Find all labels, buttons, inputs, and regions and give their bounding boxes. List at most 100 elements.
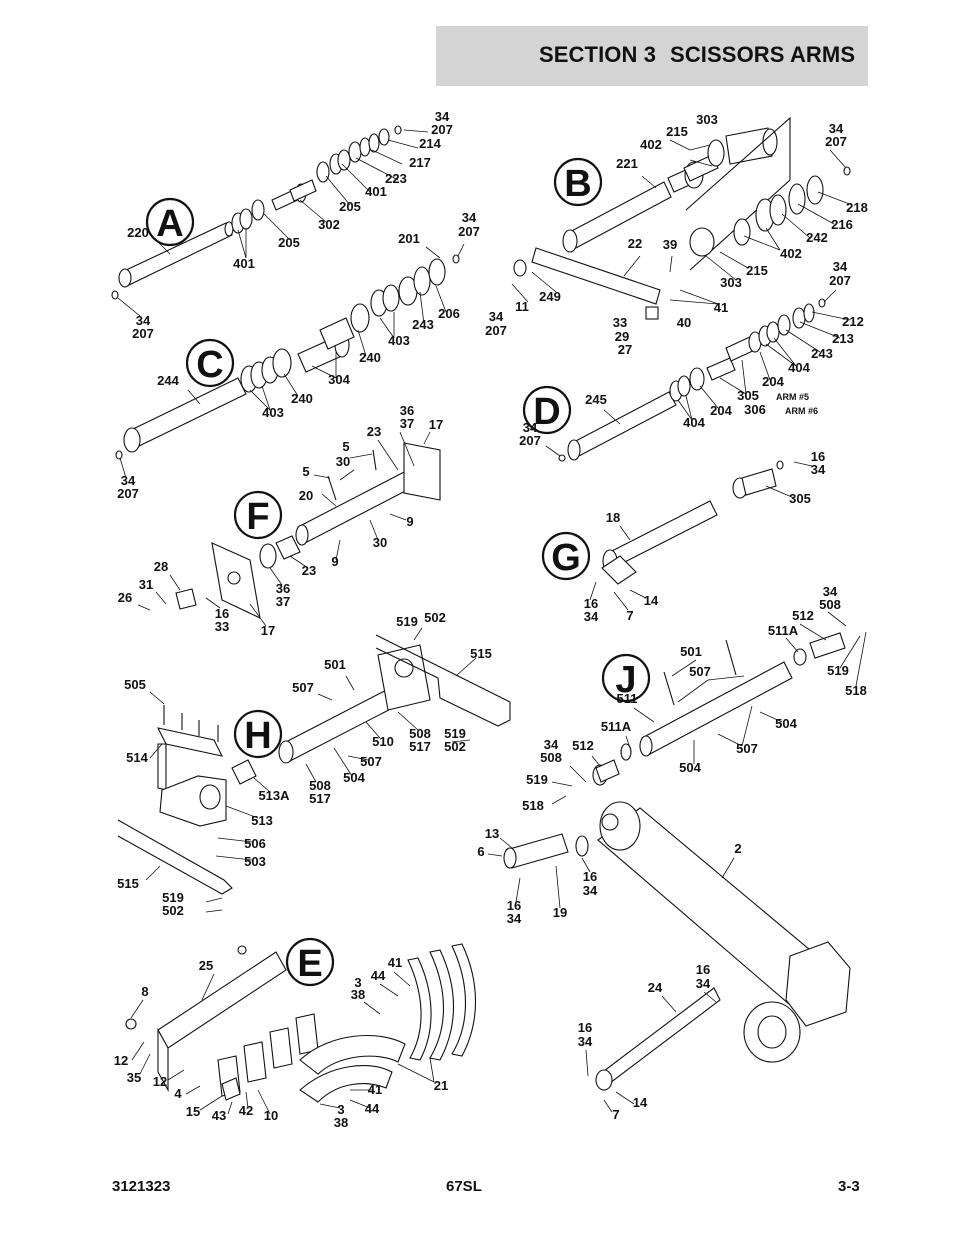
- part-callout: 24: [648, 980, 663, 995]
- part-callout: 506: [244, 836, 266, 851]
- part-callout: 34: [121, 473, 136, 488]
- part-callout: 23: [302, 563, 316, 578]
- part-callout: 34: [462, 210, 477, 225]
- part-callout: 519: [444, 726, 466, 741]
- part-callout: 513: [251, 813, 273, 828]
- part-callout: 3: [354, 975, 361, 990]
- part-callout: 507: [360, 754, 382, 769]
- part-callout: 519: [396, 614, 418, 629]
- part-callout: 14: [633, 1095, 648, 1110]
- part-callout: 507: [292, 680, 314, 695]
- part-callout: 519: [827, 663, 849, 678]
- part-callout: 3: [337, 1102, 344, 1117]
- part-callout: 244: [157, 373, 179, 388]
- part-callout: 9: [406, 514, 413, 529]
- view-badge-circle: [601, 653, 651, 703]
- leader-lines: [117, 129, 867, 1115]
- part-callout: 501: [680, 644, 702, 659]
- view-c-assembly: [115, 254, 460, 460]
- part-callout: 12: [114, 1053, 128, 1068]
- part-callout: 504: [343, 770, 365, 785]
- part-callout: 207: [829, 273, 851, 288]
- part-callout: 41: [714, 300, 728, 315]
- part-callout: 2: [734, 841, 741, 856]
- part-callout: 502: [424, 610, 446, 625]
- part-callout: 4: [174, 1086, 182, 1101]
- part-callout: 34: [823, 584, 838, 599]
- part-callout: 6: [477, 844, 484, 859]
- part-callout: 7: [612, 1107, 619, 1122]
- part-callout: 223: [385, 171, 407, 186]
- view-letter: J: [615, 659, 636, 701]
- part-callout: 29: [615, 329, 629, 344]
- part-callout: 517: [309, 791, 331, 806]
- part-callout: 218: [846, 200, 868, 215]
- part-callout: 36: [400, 403, 414, 418]
- part-callout: 28: [154, 559, 168, 574]
- part-callout: 204: [762, 374, 784, 389]
- part-callout: 11: [515, 299, 529, 314]
- part-callout: 20: [299, 488, 313, 503]
- part-callout: 41: [368, 1082, 382, 1097]
- part-callout: 245: [585, 392, 607, 407]
- part-callout: 34: [578, 1034, 593, 1049]
- part-callout: 515: [117, 876, 139, 891]
- part-callout: 518: [845, 683, 867, 698]
- footer-page-number: 3-3: [838, 1178, 860, 1195]
- part-callout: 510: [372, 734, 394, 749]
- part-callout: 502: [444, 739, 466, 754]
- part-callout: 201: [398, 231, 420, 246]
- view-badge-circle: [233, 490, 283, 540]
- part-callout: 508: [819, 597, 841, 612]
- part-callout: 404: [788, 360, 810, 375]
- part-callout: 214: [419, 136, 441, 151]
- part-callout: 9: [331, 554, 338, 569]
- part-callout: 517: [409, 739, 431, 754]
- part-callout: 207: [825, 134, 847, 149]
- part-callout: 30: [373, 535, 387, 550]
- part-callout: 519: [162, 890, 184, 905]
- part-callout: 16: [583, 869, 597, 884]
- view-badge-g: G: [541, 531, 591, 581]
- part-callout-numbers: 3420721421722340120530220522040134207303…: [114, 109, 868, 1130]
- part-callout: 512: [572, 738, 594, 753]
- part-callout: 216: [831, 217, 853, 232]
- view-letter: C: [196, 344, 223, 386]
- part-callout: 34: [584, 609, 599, 624]
- part-callout: 508: [409, 726, 431, 741]
- part-callout: 17: [429, 417, 443, 432]
- view-badge-f: F: [233, 490, 283, 540]
- part-callout: 38: [351, 987, 365, 1002]
- part-callout: 22: [628, 236, 642, 251]
- part-callout: 507: [736, 741, 758, 756]
- part-callout: 207: [431, 122, 453, 137]
- part-callout: 512: [792, 608, 814, 623]
- view-badge-a: A: [145, 197, 195, 247]
- part-callout: 249: [539, 289, 561, 304]
- part-callout: 242: [806, 230, 828, 245]
- part-callout: 507: [689, 664, 711, 679]
- part-callout: 19: [553, 905, 567, 920]
- part-callout: 39: [663, 237, 677, 252]
- view-h-assembly: [117, 634, 511, 895]
- part-callout: 35: [127, 1070, 141, 1085]
- part-callout: 40: [677, 315, 691, 330]
- part-callout: 240: [359, 350, 381, 365]
- part-callout: 213: [832, 331, 854, 346]
- view-badge-c: C: [185, 338, 235, 388]
- section-number: SECTION 3: [539, 42, 657, 67]
- arm-note: ARM #5: [776, 392, 809, 402]
- part-callout: 38: [334, 1115, 348, 1130]
- part-callout: 33: [215, 619, 229, 634]
- part-callout: 204: [710, 403, 732, 418]
- part-callout: 34: [136, 313, 151, 328]
- part-callout: 220: [127, 225, 149, 240]
- part-callout: 34: [696, 976, 711, 991]
- part-callout: 515: [470, 646, 492, 661]
- part-callout: 221: [616, 156, 638, 171]
- footer-model: 67SL: [446, 1178, 482, 1195]
- part-callout: 243: [811, 346, 833, 361]
- part-callout: 31: [139, 577, 153, 592]
- view-letter: E: [297, 943, 322, 985]
